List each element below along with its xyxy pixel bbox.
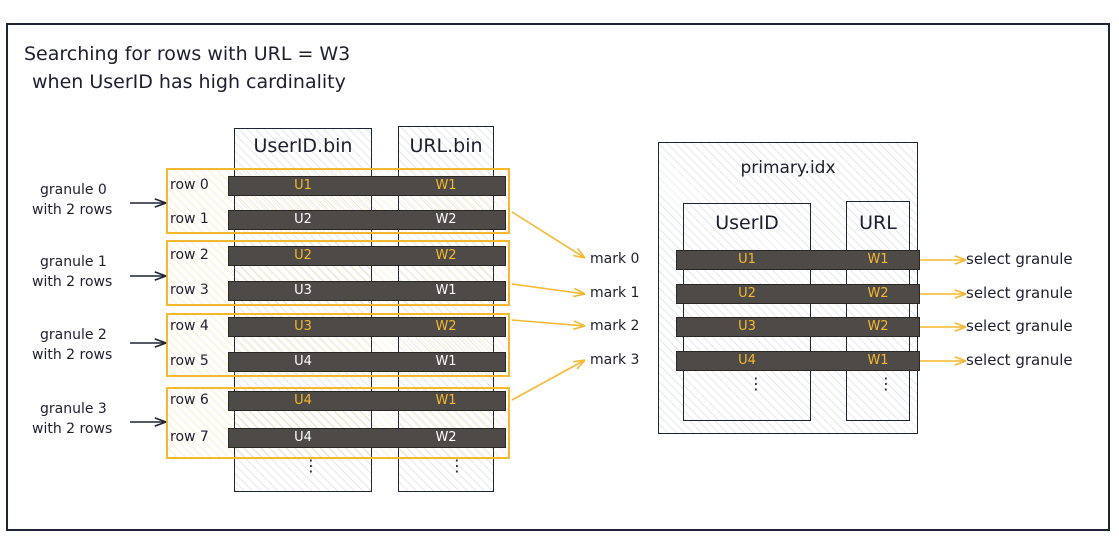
granule-arrow xyxy=(130,198,167,208)
granule-arrow xyxy=(130,271,167,281)
select-granule-label: select granule xyxy=(966,317,1073,335)
select-granule-label: select granule xyxy=(966,284,1073,302)
granule-rows-label: with 2 rows xyxy=(32,421,113,437)
index-url-value: W1 xyxy=(867,353,889,368)
mark-bar xyxy=(676,284,920,304)
index-url-value: W1 xyxy=(867,252,889,267)
url-value: W2 xyxy=(435,248,457,263)
index-userid-value: U3 xyxy=(738,319,756,334)
mark-label: mark 2 xyxy=(590,318,640,334)
primary-idx-title: primary.idx xyxy=(740,158,836,178)
url-value: W1 xyxy=(435,354,457,369)
url-value: W2 xyxy=(435,319,457,334)
row-bar xyxy=(228,246,506,266)
title-line-2: when UserID has high cardinality xyxy=(32,71,346,93)
userid-value: U4 xyxy=(294,393,312,408)
userid-value: U2 xyxy=(294,248,312,263)
row-label: row 2 xyxy=(170,247,209,263)
primary-url-column xyxy=(846,201,910,421)
select-arrow xyxy=(920,289,967,299)
index-userid-value: U2 xyxy=(738,286,756,301)
row-bar xyxy=(228,428,506,448)
url-value: W2 xyxy=(435,430,457,445)
row-bar xyxy=(228,176,506,196)
mark-bar xyxy=(676,351,920,371)
row-bar xyxy=(228,210,506,230)
granule-label: granule 0 xyxy=(40,182,107,198)
index-url-value: W2 xyxy=(867,286,889,301)
userid-value: U3 xyxy=(294,319,312,334)
index-userid-value: U1 xyxy=(738,252,756,267)
row-bar xyxy=(228,317,506,337)
mark-label: mark 1 xyxy=(590,285,640,301)
diagram-title: Searching for rows with URL = W3 when Us… xyxy=(24,40,350,96)
userid-value: U2 xyxy=(294,212,312,227)
row-bar xyxy=(228,391,506,411)
primary-userid-column xyxy=(683,203,811,421)
row-label: row 1 xyxy=(170,211,209,227)
mark-arrow xyxy=(511,319,586,330)
row-label: row 4 xyxy=(170,318,209,334)
userid-value: U3 xyxy=(294,283,312,298)
userid-value: U4 xyxy=(294,354,312,369)
mark-bar xyxy=(676,250,920,270)
userid-bin-header: UserID.bin xyxy=(253,135,353,157)
select-granule-label: select granule xyxy=(966,351,1073,369)
granule-label: granule 3 xyxy=(40,401,107,417)
row-bar xyxy=(228,281,506,301)
mark-label: mark 0 xyxy=(590,251,640,267)
title-line-1: Searching for rows with URL = W3 xyxy=(24,43,351,65)
url-value: W2 xyxy=(435,212,457,227)
granule-rows-label: with 2 rows xyxy=(32,202,113,218)
row-label: row 5 xyxy=(170,353,209,369)
granule-rows-label: with 2 rows xyxy=(32,347,113,363)
row-label: row 7 xyxy=(170,429,209,445)
userid-value: U4 xyxy=(294,430,312,445)
mark-bar xyxy=(676,317,920,337)
granule-arrow xyxy=(130,417,167,427)
index-userid-value: U4 xyxy=(738,353,756,368)
select-arrow xyxy=(920,255,967,265)
granule-label: granule 1 xyxy=(40,254,107,270)
row-label: row 3 xyxy=(170,282,209,298)
diagram-frame xyxy=(6,23,1110,531)
select-arrow xyxy=(920,322,967,332)
url-value: W1 xyxy=(435,393,457,408)
mark-arrow xyxy=(511,359,586,401)
url-bin-header: URL.bin xyxy=(409,135,483,157)
row-bar xyxy=(228,352,506,372)
granule-label: granule 2 xyxy=(40,327,107,343)
primary-url-header: URL xyxy=(859,212,897,234)
select-granule-label: select granule xyxy=(966,250,1073,268)
userid-value: U1 xyxy=(294,178,312,193)
select-arrow xyxy=(920,356,967,366)
granule-arrow xyxy=(130,338,167,348)
primary-userid-header: UserID xyxy=(715,212,779,234)
granule-rows-label: with 2 rows xyxy=(32,274,113,290)
index-url-value: W2 xyxy=(867,319,889,334)
url-value: W1 xyxy=(435,178,457,193)
mark-arrow xyxy=(511,211,586,259)
row-label: row 0 xyxy=(170,177,209,193)
url-value: W1 xyxy=(435,283,457,298)
row-label: row 6 xyxy=(170,392,209,408)
mark-arrow xyxy=(511,283,586,298)
mark-label: mark 3 xyxy=(590,352,640,368)
